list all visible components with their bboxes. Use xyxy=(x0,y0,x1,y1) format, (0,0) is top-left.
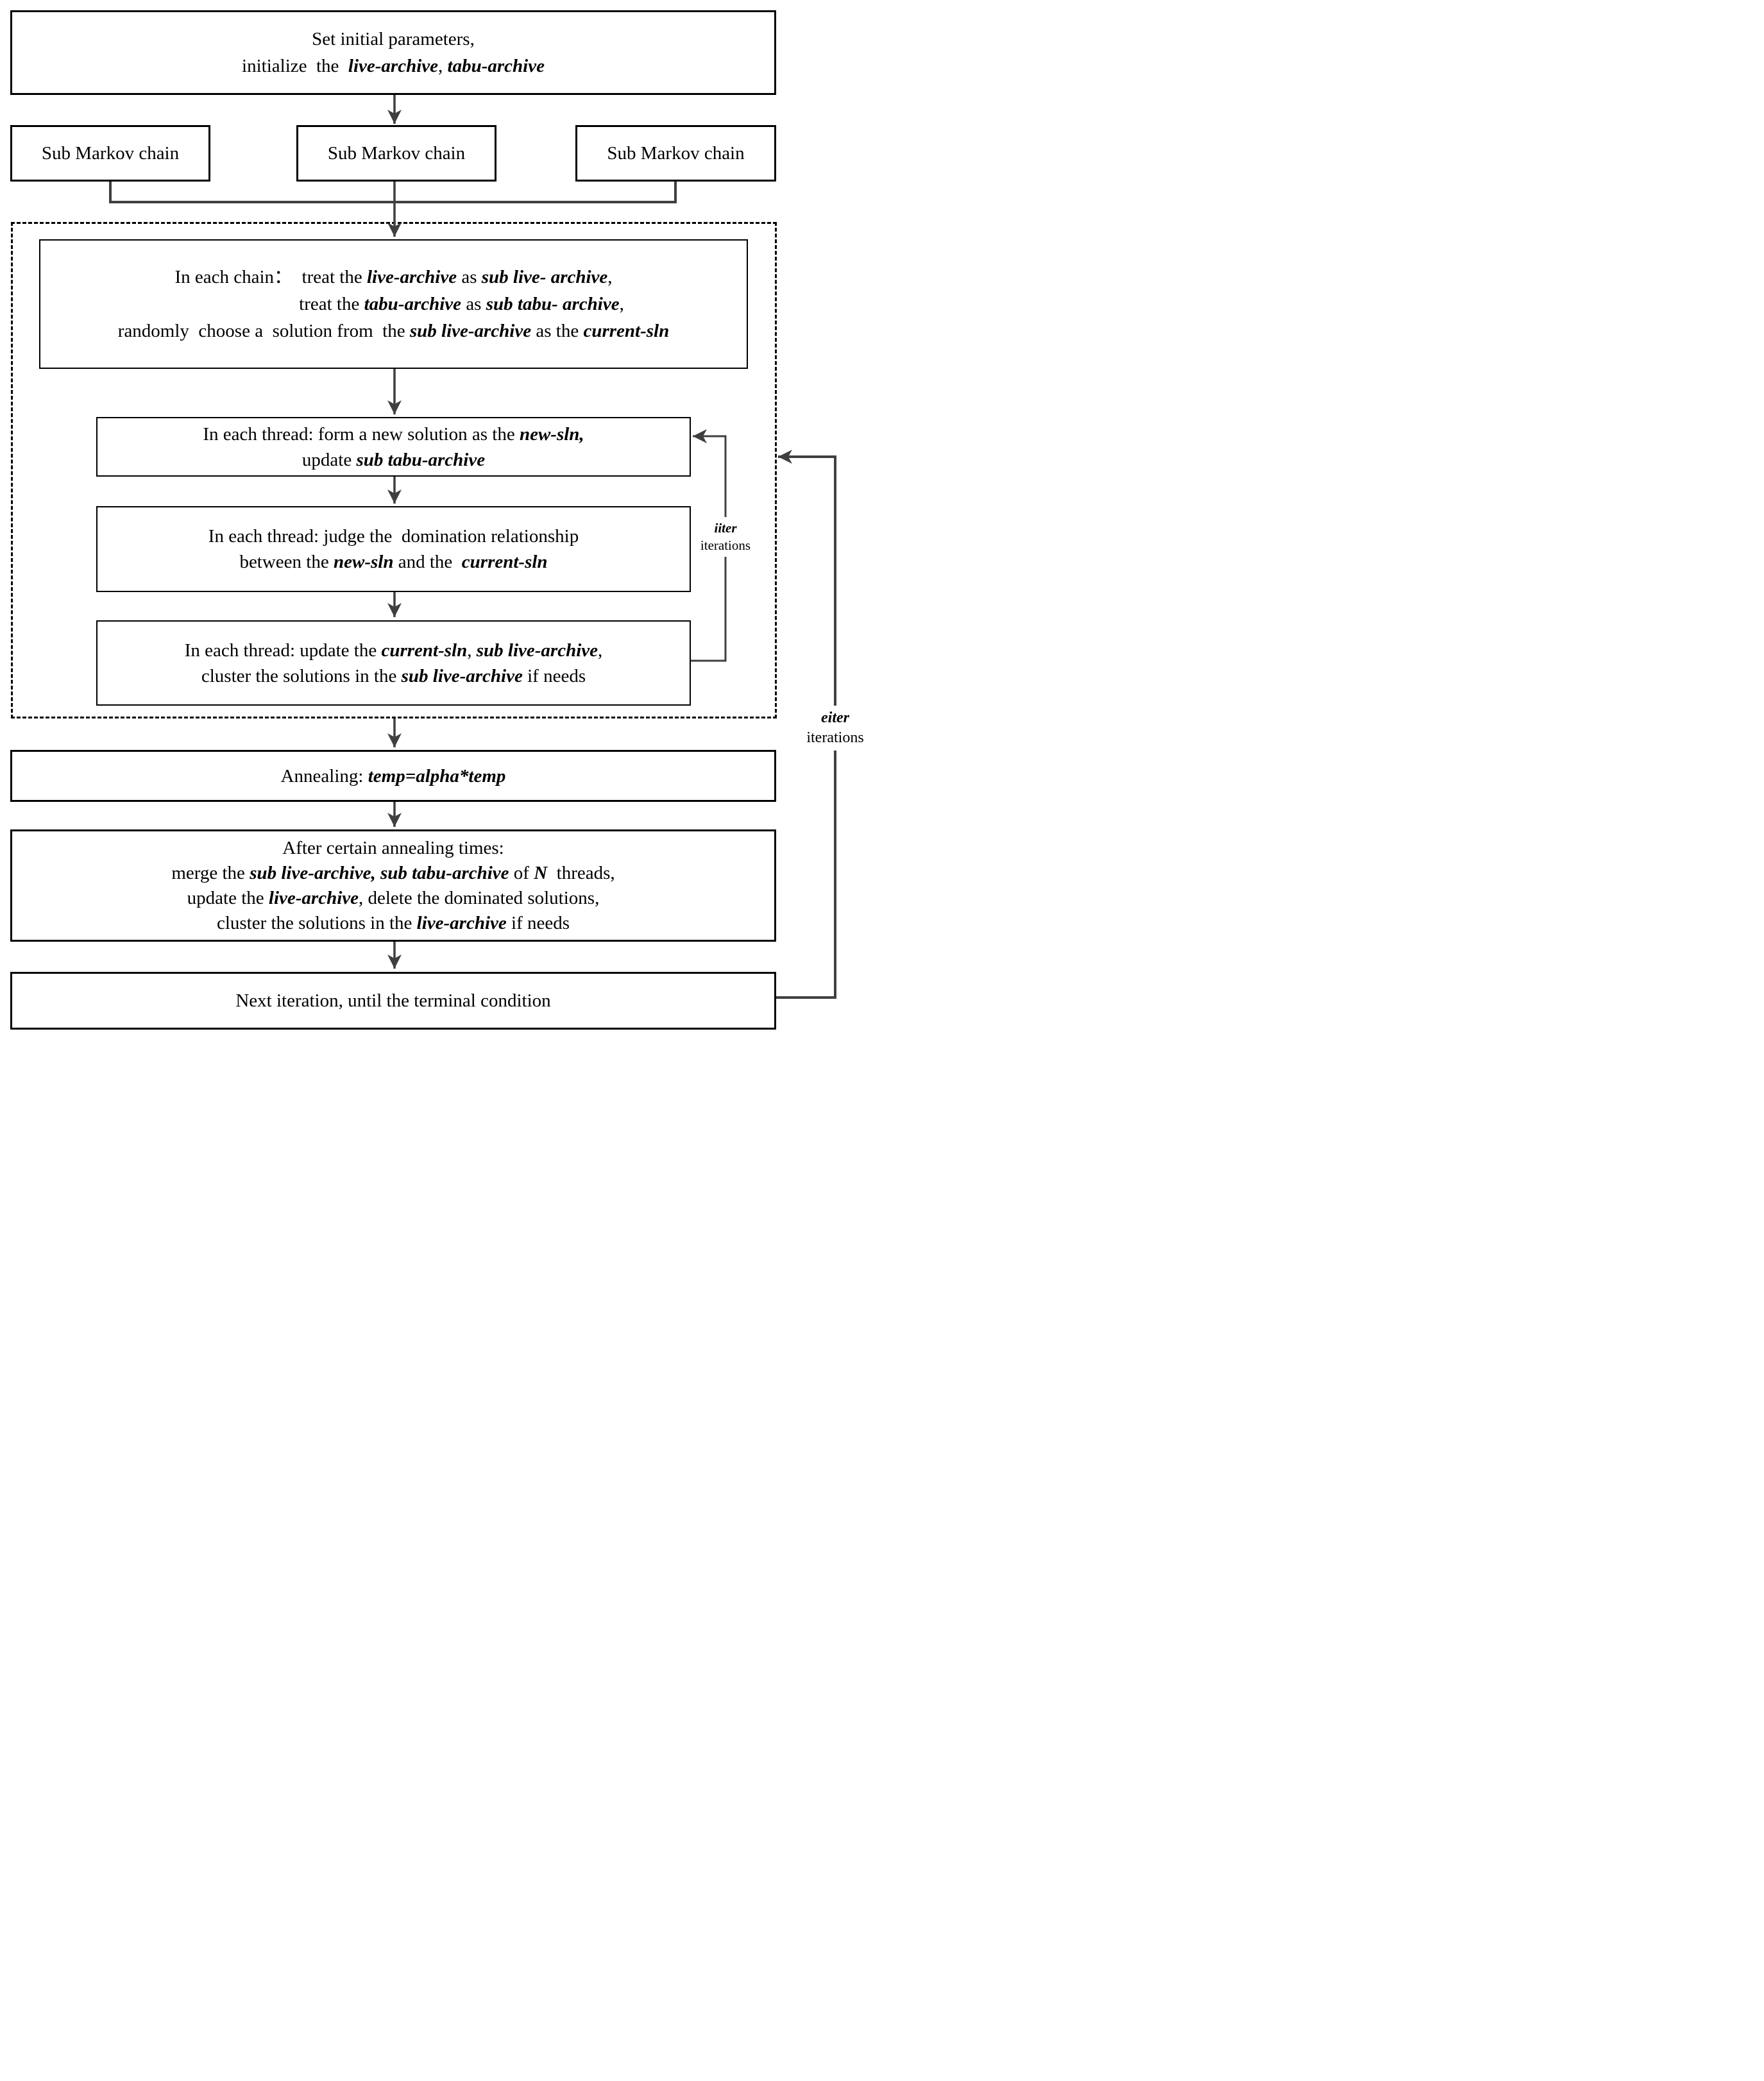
init-box: Set initial parameters,initialize the li… xyxy=(10,10,776,95)
markov-box-2: Sub Markov chain xyxy=(296,125,496,182)
flowchart-canvas: Set initial parameters,initialize the li… xyxy=(0,0,882,1040)
outer-loop-count: eiter xyxy=(821,709,849,726)
next-iteration-box: Next iteration, until the terminal condi… xyxy=(10,972,776,1030)
inner-loop-text: iterations xyxy=(700,538,751,553)
update-solution-box: In each thread: update the current-sln, … xyxy=(96,620,691,706)
markov-box-3: Sub Markov chain xyxy=(575,125,776,182)
outer-loop-text: iterations xyxy=(806,729,864,746)
judge-domination-box: In each thread: judge the domination rel… xyxy=(96,506,691,592)
markov-box-1: Sub Markov chain xyxy=(10,125,210,182)
annealing-box: Annealing: temp=alpha*temp xyxy=(10,750,776,802)
inner-loop-label: iiter iterations xyxy=(695,517,756,557)
chain-setup-box: In each chain： treat the live-archive as… xyxy=(39,239,748,369)
outer-loop-label: eiter iterations xyxy=(801,706,869,751)
inner-loop-count: iiter xyxy=(714,520,737,536)
fork-connector xyxy=(109,182,677,203)
merge-archives-box: After certain annealing times:merge the … xyxy=(10,829,776,942)
form-solution-box: In each thread: form a new solution as t… xyxy=(96,417,691,477)
